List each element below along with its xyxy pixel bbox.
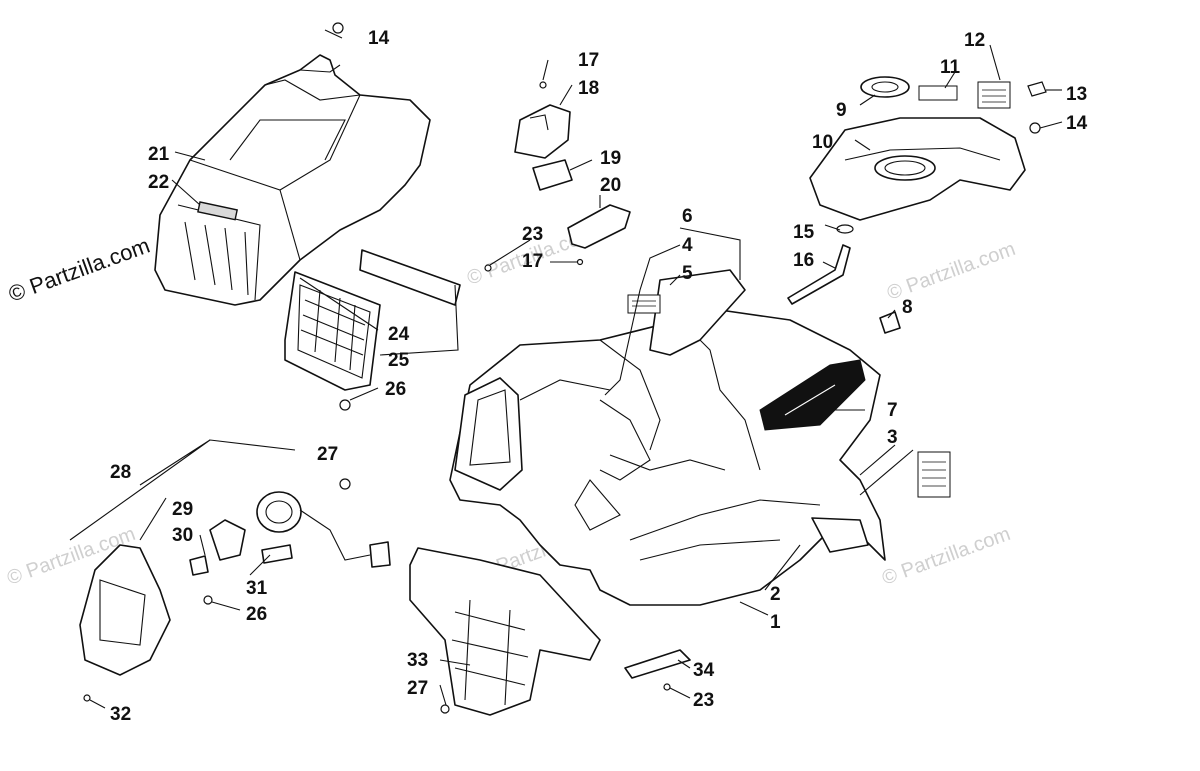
callout-1: 1 bbox=[770, 612, 781, 633]
front-hood-icon bbox=[154, 54, 431, 306]
callout-20: 20 bbox=[600, 175, 621, 196]
callout-24: 24 bbox=[388, 324, 410, 345]
callout-numbers: 14 21 22 24 25 26 27 28 29 30 31 26 32 3… bbox=[110, 28, 1088, 725]
front-rack-cover-icon bbox=[332, 22, 1047, 221]
fender-shield-6 bbox=[649, 269, 746, 356]
hood-brand-decal bbox=[197, 201, 238, 221]
callout-13: 13 bbox=[1066, 84, 1087, 105]
callout-18: 18 bbox=[578, 78, 599, 99]
callout-15: 15 bbox=[793, 222, 815, 243]
bumper-strip-34 bbox=[624, 649, 691, 679]
fender-decal-7 bbox=[759, 359, 866, 431]
callout-32: 32 bbox=[110, 704, 131, 725]
callout-27-bottom: 27 bbox=[407, 678, 428, 699]
callout-16: 16 bbox=[793, 250, 814, 271]
leader-lines bbox=[69, 29, 1063, 709]
headlight-assembly-icon bbox=[79, 399, 391, 702]
callout-19: 19 bbox=[600, 148, 621, 169]
fender-left-panel bbox=[454, 377, 523, 491]
callout-21: 21 bbox=[148, 144, 170, 165]
callout-12: 12 bbox=[964, 30, 985, 51]
callout-2: 2 bbox=[770, 584, 781, 605]
fuel-cap-ring-icon bbox=[860, 76, 910, 98]
label-sheet-3 bbox=[917, 451, 951, 498]
callout-26-bottom: 26 bbox=[246, 604, 267, 625]
callout-7: 7 bbox=[887, 400, 898, 421]
callout-23-bottom: 23 bbox=[693, 690, 714, 711]
callout-6: 6 bbox=[682, 206, 693, 227]
warning-label-11 bbox=[918, 85, 958, 101]
watermark-right-lower: © Partzilla.com bbox=[879, 523, 1013, 590]
callout-11: 11 bbox=[940, 57, 961, 78]
callout-27-top: 27 bbox=[317, 444, 338, 465]
callout-17-mid: 17 bbox=[522, 251, 543, 272]
callout-22: 22 bbox=[148, 172, 169, 193]
callout-8: 8 bbox=[902, 297, 913, 318]
callout-17-top: 17 bbox=[578, 50, 599, 71]
callout-31: 31 bbox=[246, 578, 268, 599]
callout-29: 29 bbox=[172, 499, 193, 520]
callout-23-top: 23 bbox=[522, 224, 543, 245]
callout-5: 5 bbox=[682, 263, 693, 284]
bracket-parts-icon bbox=[484, 81, 631, 272]
callout-25: 25 bbox=[388, 350, 410, 371]
callout-14-right: 14 bbox=[1066, 113, 1088, 134]
fender-mudflap bbox=[811, 517, 869, 553]
front-bumper-icon bbox=[409, 547, 691, 716]
callout-26-top: 26 bbox=[385, 379, 406, 400]
watermark-right-upper: © Partzilla.com bbox=[884, 238, 1018, 305]
grille-plate-icon bbox=[359, 249, 461, 306]
callout-10: 10 bbox=[812, 132, 833, 153]
callout-28: 28 bbox=[110, 462, 131, 483]
callout-34: 34 bbox=[693, 660, 715, 681]
callout-9: 9 bbox=[836, 100, 847, 121]
grille-icon bbox=[284, 249, 461, 391]
callout-3: 3 bbox=[887, 427, 898, 448]
callout-14-top: 14 bbox=[368, 28, 390, 49]
warning-label-12 bbox=[977, 81, 1011, 109]
vent-hose-icon bbox=[787, 224, 901, 334]
callout-33: 33 bbox=[407, 650, 428, 671]
callout-4: 4 bbox=[682, 235, 693, 256]
label-sheet-4 bbox=[627, 294, 661, 314]
clip-icon bbox=[879, 311, 901, 334]
callout-30: 30 bbox=[172, 525, 193, 546]
watermark-main: © Partzilla.com bbox=[5, 233, 153, 307]
